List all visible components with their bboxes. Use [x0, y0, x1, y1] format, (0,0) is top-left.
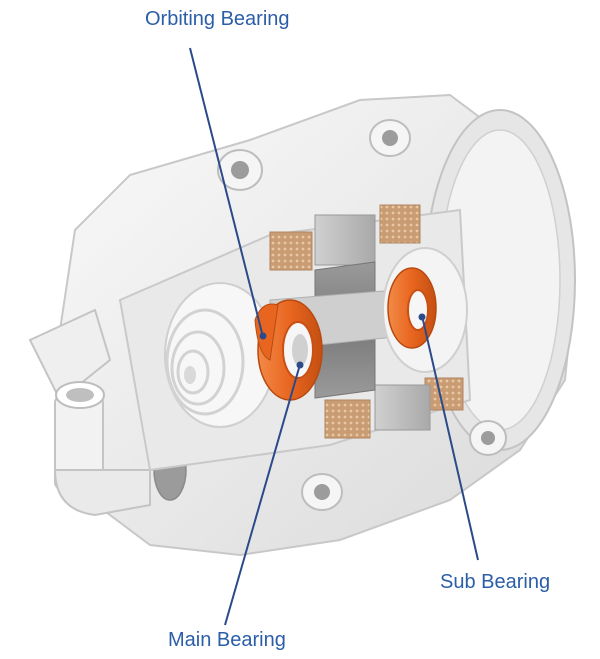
leader-lines: [189, 47, 479, 626]
leader-dot-main: [296, 361, 304, 369]
leader-dot-orbiting: [259, 332, 267, 340]
orbiting-bearing: [254, 303, 279, 361]
main-bearing-label: Main Bearing: [168, 629, 286, 651]
sub-bearing-label: Sub Bearing: [440, 571, 551, 593]
orbiting-bearing-label: Orbiting Bearing: [145, 8, 290, 30]
leader-line-sub: [422, 319, 479, 561]
leader-dot-sub: [418, 313, 426, 321]
sub-bearing: [387, 267, 437, 349]
leader-line-orbiting: [189, 47, 263, 334]
leader-line-main: [224, 367, 300, 626]
